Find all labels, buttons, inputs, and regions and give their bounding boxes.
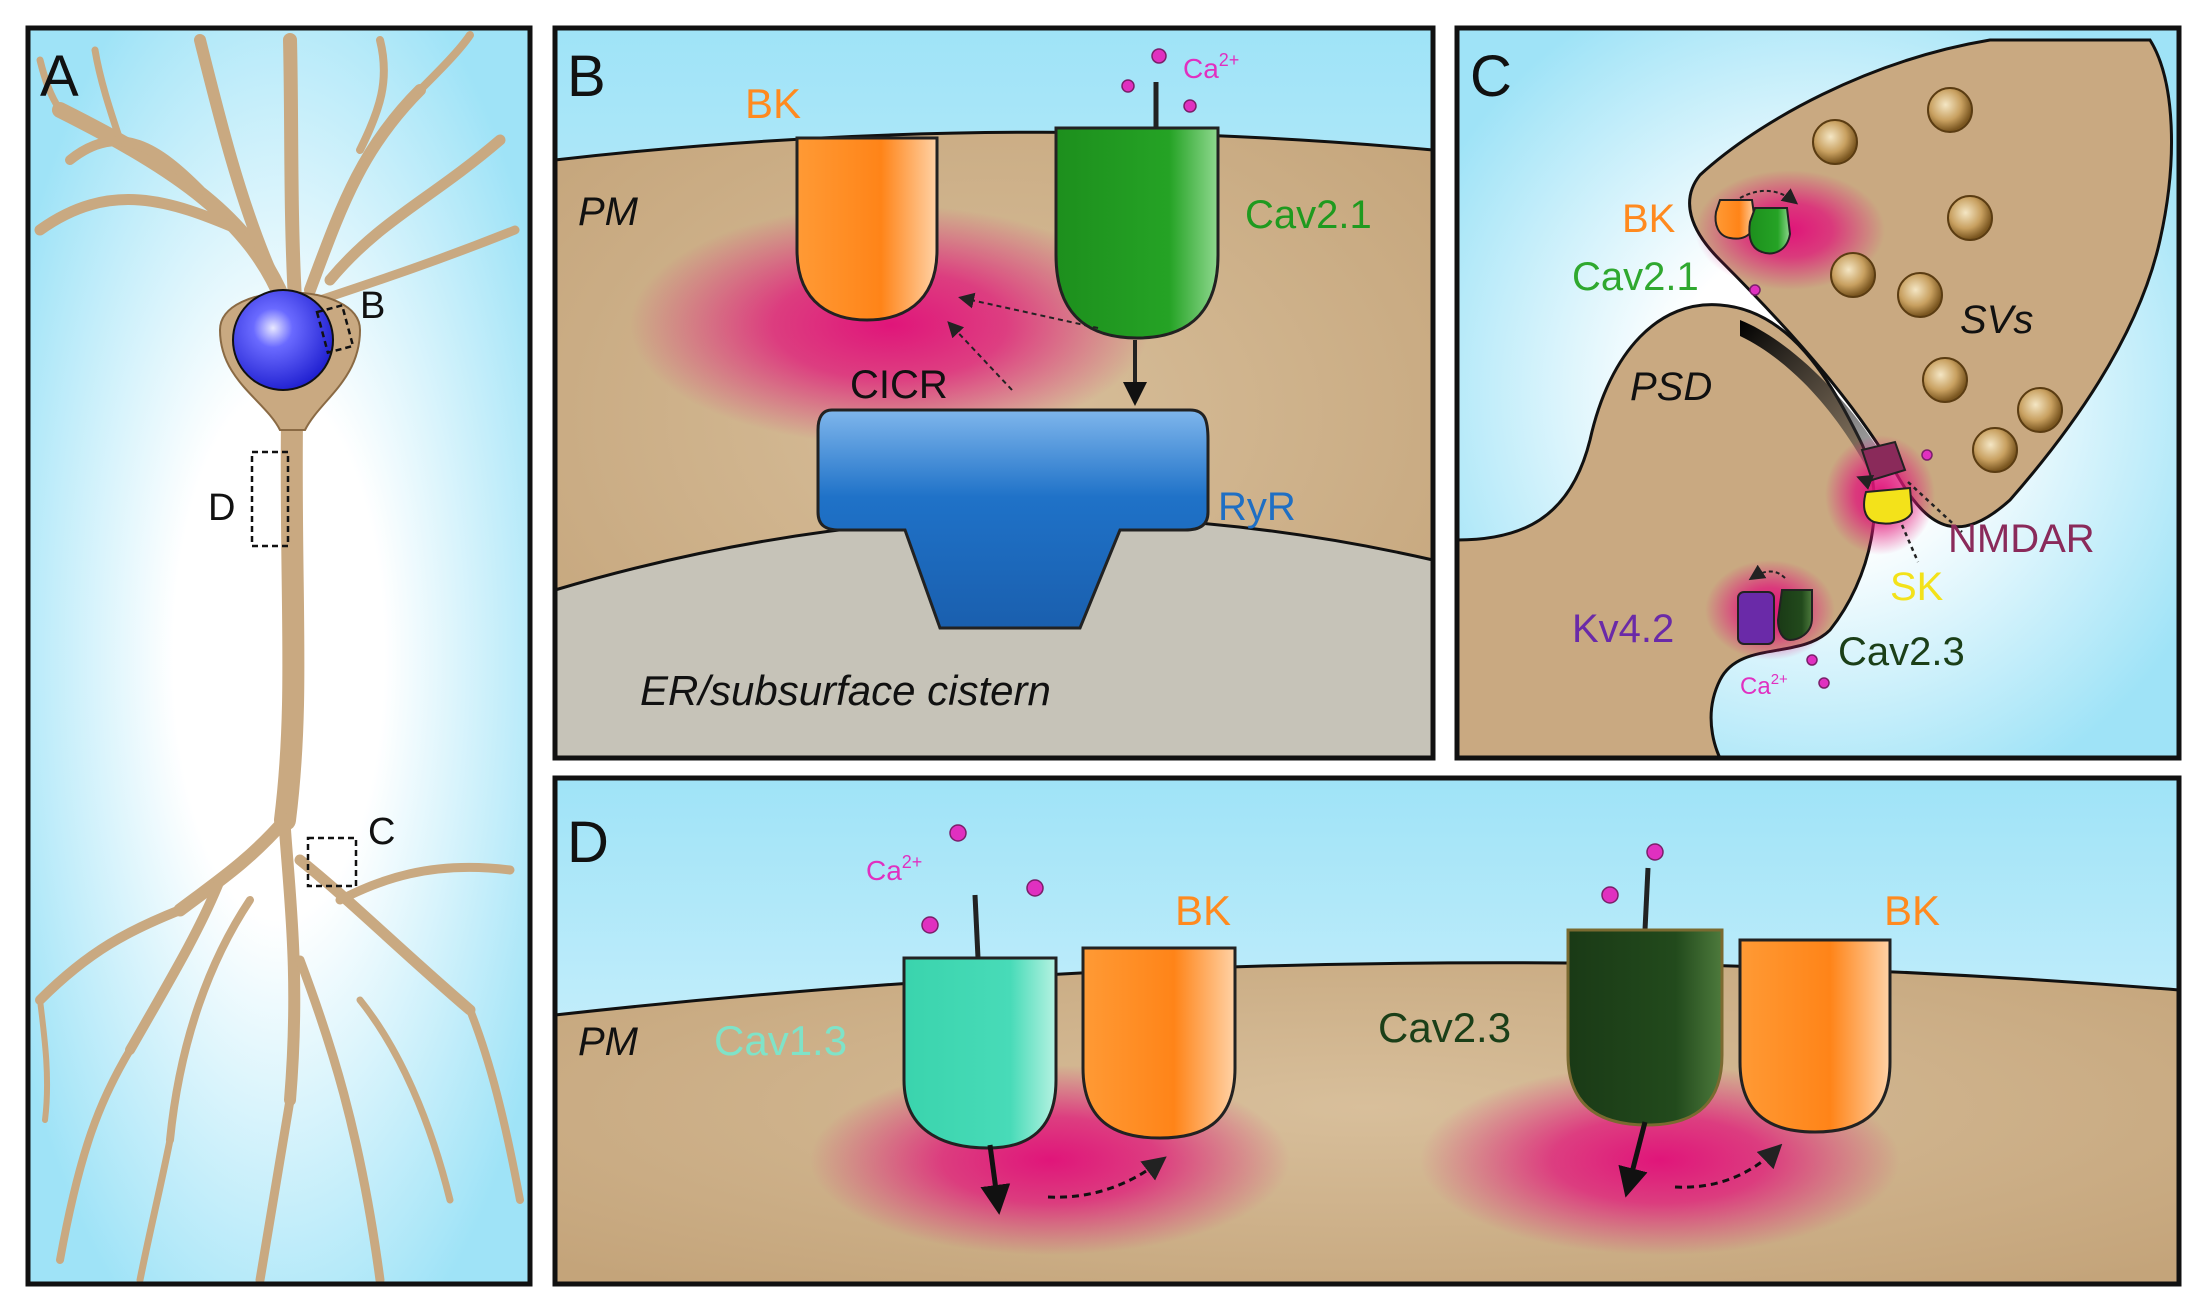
vesicle <box>2017 387 2063 433</box>
bk-label-d-right: BK <box>1884 887 1940 934</box>
cicr-to-bk-arrow <box>947 321 1013 391</box>
panel-b-frame <box>552 25 1436 761</box>
svs-label: SVs <box>1960 298 2033 342</box>
calcium-ion <box>1806 654 1818 666</box>
calcium-ion <box>1151 48 1167 64</box>
vesicle <box>1812 119 1858 165</box>
calcium-hotspot-b <box>630 205 1150 445</box>
calcium-ion <box>921 916 939 934</box>
calcium-ion <box>1601 886 1619 904</box>
pm-label-d: PM <box>578 1020 639 1064</box>
cav21-channel-b <box>1054 126 1220 340</box>
vesicle <box>1830 252 1876 298</box>
nmdar-label: NMDAR <box>1948 517 2095 561</box>
panel-d-letter: D <box>567 810 609 875</box>
inset-box-b <box>315 303 355 355</box>
calcium-ion <box>1818 677 1830 689</box>
ryr-channel <box>816 408 1210 630</box>
nmdar-to-sk-arrow <box>1856 475 1875 490</box>
synaptic-vesicles <box>1812 87 2063 473</box>
calcium-ion <box>949 824 967 842</box>
cav23-channel-d <box>1566 928 1724 1127</box>
cav13-to-bk-arrow <box>1047 1156 1167 1199</box>
neuron-nucleus <box>232 289 334 391</box>
cav13-ca-influx-arrow <box>980 1144 1011 1215</box>
panel-b: Ca2+ B BK Cav2.1 PM CICR RyR ER/subsurfa… <box>552 25 1436 761</box>
vesicle <box>1947 195 1993 241</box>
cav23-label-c: Cav2.3 <box>1838 630 1965 674</box>
ryr-label: RyR <box>1218 485 1296 529</box>
calcium-ion <box>1749 284 1761 296</box>
panel-a: A B D C <box>25 25 533 1287</box>
panel-c-letter: C <box>1470 44 1512 109</box>
panel-b-letter: B <box>567 44 606 109</box>
inset-label-c: C <box>368 811 395 853</box>
calcium-ion <box>1646 843 1664 861</box>
kv42-channel <box>1737 591 1775 645</box>
calcium-ion <box>1026 879 1044 897</box>
calcium-ion <box>1121 79 1135 93</box>
bk-label-d-left: BK <box>1175 887 1231 934</box>
er-label: ER/subsurface cistern <box>640 667 1051 714</box>
calcium-ion <box>1183 99 1197 113</box>
inset-label-b: B <box>360 285 385 327</box>
panel-c-frame <box>1454 25 2182 761</box>
cav23-to-kv42-arrow <box>1748 564 1786 581</box>
vesicle <box>1927 87 1973 133</box>
bk-channel-b <box>795 136 939 322</box>
inset-box-d <box>250 450 290 548</box>
neuron-dendrites <box>34 31 524 1285</box>
kv42-label: Kv4.2 <box>1572 607 1674 651</box>
calcium-ion <box>1921 449 1933 461</box>
postsynaptic-density <box>1740 320 1885 470</box>
vesicle <box>1972 427 2018 473</box>
inset-box-c <box>306 836 358 888</box>
cav13-channel <box>902 956 1058 1150</box>
sk-channel <box>1863 486 1914 525</box>
panel-a-background <box>28 28 530 1284</box>
cav23-stalk <box>1642 867 1651 931</box>
cav13-stalk <box>972 894 981 959</box>
cav21-label-b: Cav2.1 <box>1245 193 1372 237</box>
plasma-membrane-d <box>553 961 2181 1286</box>
bk-channel-d-left <box>1081 946 1237 1140</box>
panel-a-letter: A <box>40 44 79 109</box>
pm-label-b: PM <box>578 190 639 234</box>
bk-label-b: BK <box>745 80 801 127</box>
ca-label-c: Ca2+ <box>1740 671 1788 700</box>
cav23-channel-c <box>1776 589 1813 642</box>
inset-label-d: D <box>208 487 235 529</box>
bk-channel-d-right <box>1738 938 1892 1134</box>
sk-label: SK <box>1890 565 1944 609</box>
panel-a-frame <box>25 25 533 1287</box>
psd-label: PSD <box>1630 365 1712 409</box>
ca-label-d: Ca2+ <box>866 852 922 886</box>
panel-d: D PM Ca2+ BK BK Cav1.3 Cav2.3 <box>552 775 2182 1287</box>
panel-d-frame <box>552 775 2182 1287</box>
cav13-label: Cav1.3 <box>714 1017 847 1064</box>
vesicle <box>1922 357 1968 403</box>
ca-label-b: Ca2+ <box>1183 50 1239 84</box>
cav23-label-d: Cav2.3 <box>1378 1004 1511 1051</box>
bk-label-c: BK <box>1622 197 1676 241</box>
cav21-label-c: Cav2.1 <box>1572 255 1699 299</box>
cicr-label: CICR <box>850 363 948 407</box>
cav23-ca-influx-arrow <box>1618 1121 1648 1198</box>
sk-leader <box>1900 524 1920 563</box>
nmdar-channel <box>1860 440 1907 482</box>
cav21-channel-c <box>1748 207 1792 255</box>
cav21-to-bk-arrow-c <box>1739 188 1799 205</box>
vesicle <box>1897 272 1943 318</box>
panel-c: C BK Cav2.1 SVs PSD NMDAR SK Kv4.2 Cav2.… <box>1454 25 2182 761</box>
cav23-to-bk-arrow <box>1674 1143 1783 1189</box>
